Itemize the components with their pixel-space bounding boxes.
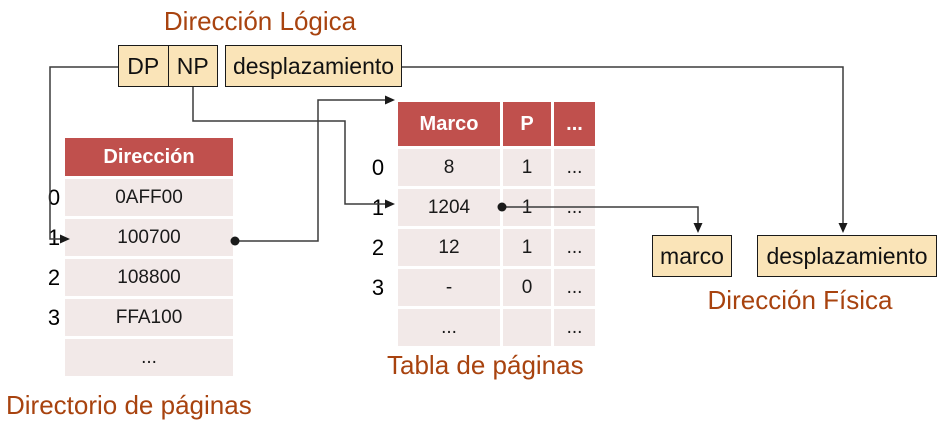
page-directory-row-index: 3 (47, 305, 61, 330)
arrowhead-icon (693, 223, 703, 233)
arrowhead-icon (838, 223, 848, 233)
page-table-cell: 1 (503, 229, 551, 266)
page-table-row-index: 1 (371, 195, 385, 220)
logical-offset-field: desplazamiento (225, 45, 402, 87)
page-table-cell: 12 (398, 229, 500, 266)
page-table-cell: ... (554, 309, 595, 346)
page-directory-row-index: 2 (47, 265, 61, 290)
page-table-cell: ... (554, 189, 595, 226)
physical-offset-field: desplazamiento (757, 235, 937, 277)
logical-address-dp-np-box: DP NP (118, 45, 218, 87)
physical-address-title: Dirección Física (707, 285, 893, 315)
page-directory-row: 100700 (65, 219, 233, 256)
page-directory-row-index: 1 (47, 225, 61, 250)
page-directory-table: Dirección 0AFF00 100700 108800 FFA100 ..… (65, 138, 233, 376)
page-directory-row: FFA100 (65, 299, 233, 336)
page-table-header-p: P (503, 102, 551, 146)
page-table-cell: ... (554, 229, 595, 266)
page-table: Marco P ... 8 1 ... 1204 1 ... 12 1 ... … (398, 102, 595, 346)
page-table-cell: 1 (503, 189, 551, 226)
np-field: NP (176, 52, 209, 79)
page-table-cell: ... (554, 269, 595, 306)
page-table-cell: 8 (398, 149, 500, 186)
page-table-cell: 0 (503, 269, 551, 306)
page-table-cell: ... (398, 309, 500, 346)
page-table-cell: 1 (503, 149, 551, 186)
page-table-cell: 1204 (398, 189, 500, 226)
logical-address-title: Dirección Lógica (163, 6, 357, 36)
physical-frame-field: marco (652, 235, 732, 277)
page-table-row-index: 2 (371, 235, 385, 260)
page-directory-header: Dirección (65, 138, 233, 176)
directory-entry-to-page-table-line (235, 99, 385, 242)
page-directory-caption: Directorio de páginas (6, 390, 252, 420)
dp-field: DP (119, 46, 169, 86)
page-directory-row-index: 0 (47, 185, 61, 210)
page-table-cell (503, 309, 551, 346)
page-table-header-more: ... (554, 102, 595, 146)
page-directory-row: 108800 (65, 259, 233, 296)
arrowhead-icon (385, 95, 395, 105)
page-table-cell: ... (554, 149, 595, 186)
page-table-caption: Tabla de páginas (387, 350, 584, 380)
page-table-header-marco: Marco (398, 102, 500, 146)
page-directory-row: 0AFF00 (65, 179, 233, 216)
page-table-row-index: 3 (371, 275, 385, 300)
page-directory-row: ... (65, 339, 233, 376)
page-table-row-index: 0 (371, 155, 385, 180)
page-table-cell: - (398, 269, 500, 306)
